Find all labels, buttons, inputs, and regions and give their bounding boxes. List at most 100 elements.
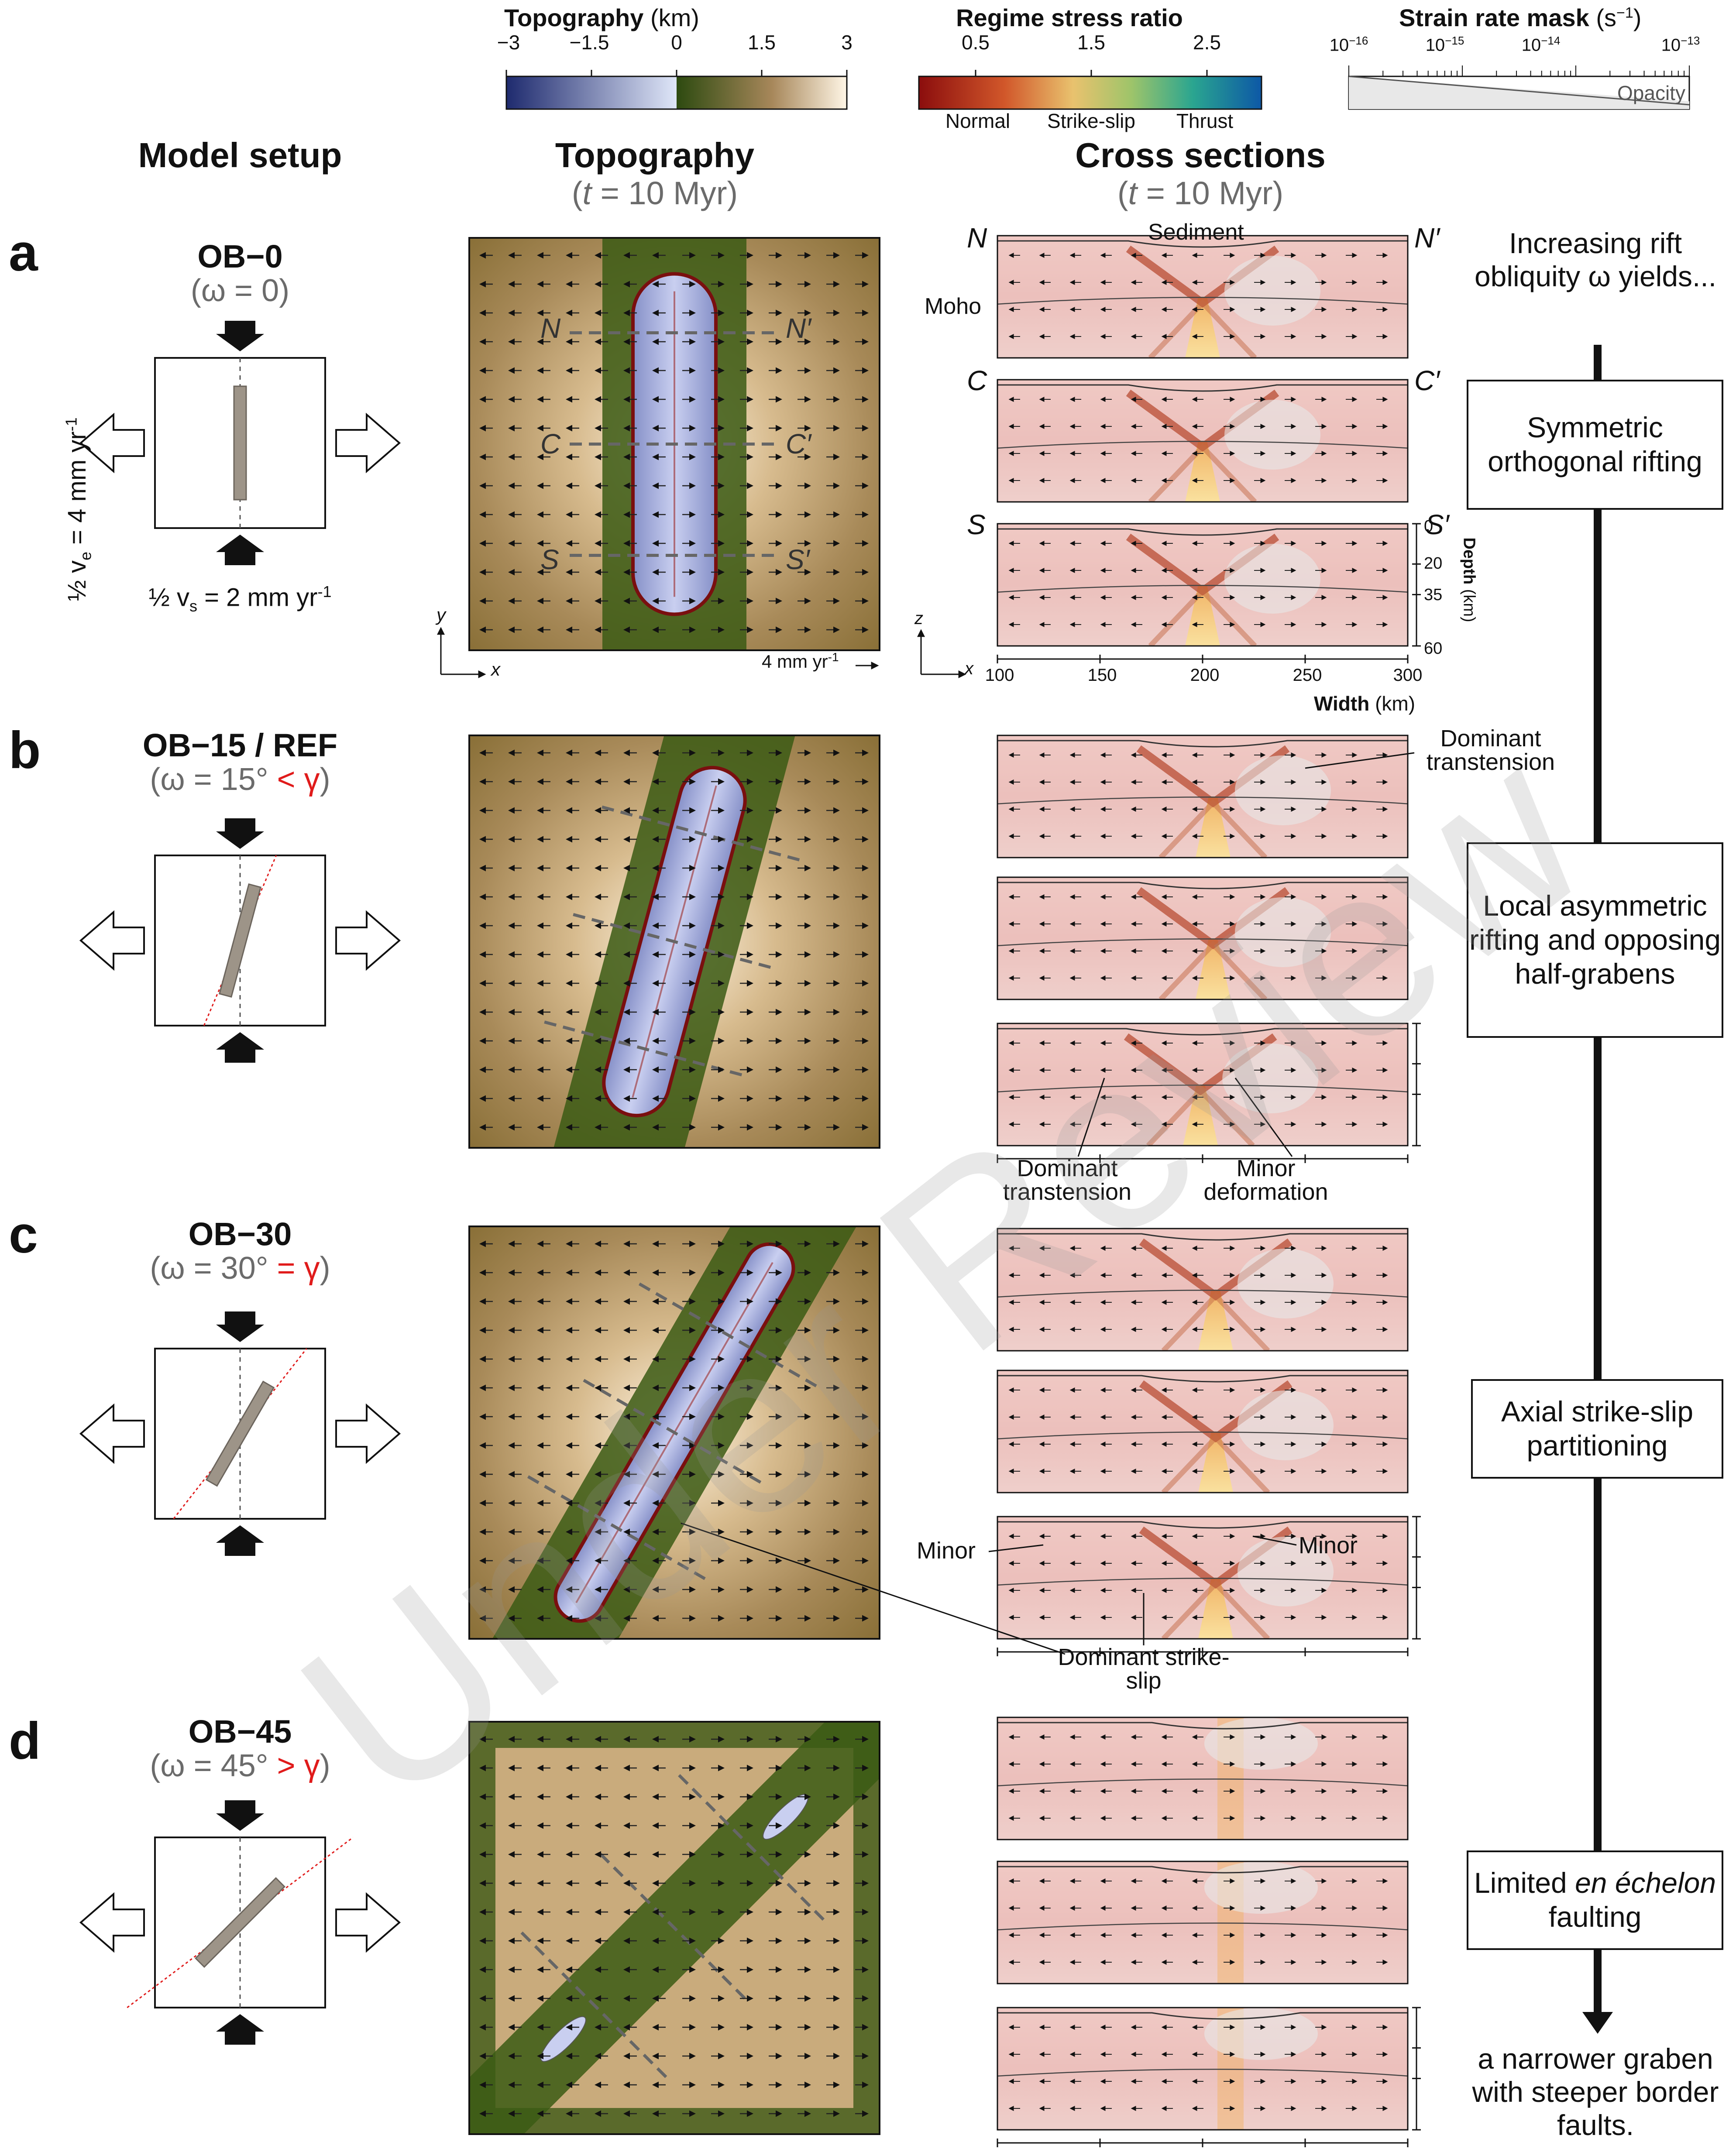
- xsec-label-N-prime: N′: [1414, 222, 1440, 254]
- xsec-moho: [997, 1778, 1408, 1787]
- topo-label-N: N: [540, 312, 561, 344]
- topography-panel-a: [468, 237, 880, 651]
- xsec-gray-zone: [1224, 400, 1320, 470]
- cross-section-b-south: [997, 1023, 1421, 1163]
- xsec-surface: [997, 1233, 1408, 1241]
- xsec-label-sediment: Sediment: [1148, 220, 1244, 245]
- annotation-minor-right: Minor: [1299, 1532, 1358, 1559]
- xsec-label-N: N: [967, 222, 987, 254]
- topography-tick-4: 3: [841, 31, 853, 54]
- width-tick-200: 200: [1190, 666, 1220, 685]
- depth-tick-20: 20: [1424, 554, 1443, 573]
- width-tick-250: 250: [1293, 666, 1322, 685]
- xsec-frame: [997, 876, 1409, 1000]
- xsec-moho: [997, 1578, 1408, 1586]
- topo-label-S-prime: S′: [786, 544, 810, 575]
- topo-section-line: [638, 1282, 822, 1390]
- xsec-yellow-core: [1185, 297, 1220, 358]
- xsec-gray-zone: [1238, 1390, 1334, 1460]
- panel-letter-d: d: [9, 1712, 41, 1770]
- topo-frame: [468, 1721, 880, 2135]
- stress-label-thrust: Thrust: [1176, 110, 1234, 132]
- cross-section-a-north: [997, 235, 1409, 359]
- xsec-label-S-prime: S′: [1425, 509, 1449, 540]
- xsec-moho: [997, 938, 1408, 947]
- width-tick-150: 150: [1087, 666, 1117, 685]
- xsec-yellow-core: [1185, 585, 1220, 646]
- xsec-surface: [997, 1375, 1408, 1383]
- topography-colorbar-title: Topography (km): [504, 4, 699, 31]
- cross-section-a-center: [997, 379, 1409, 503]
- strain-tick-0: 10−16: [1329, 34, 1368, 55]
- xsec-frame: [997, 1716, 1409, 1840]
- extension-arrow-right: [335, 1892, 401, 1953]
- xsec-content: [997, 735, 1408, 858]
- topo-content: [469, 1226, 880, 1639]
- cross-section-a-south: [997, 523, 1421, 663]
- xsec-content: [997, 380, 1408, 502]
- topo-content: [469, 1722, 880, 2134]
- xsec-content: [997, 236, 1408, 358]
- extension-arrow-left: [79, 1892, 145, 1953]
- xsec-frame: [997, 1861, 1409, 1984]
- xsec-faults-lower: [1158, 799, 1268, 858]
- xsec-frame: [997, 1516, 1409, 1640]
- stress-tick-1: 1.5: [1077, 31, 1105, 54]
- cross-section-d-center: [997, 1861, 1409, 1984]
- topo-frame: [468, 735, 880, 1149]
- topo-scale-label: 4 mm yr-1: [762, 650, 839, 672]
- model-name-a: OB−0: [197, 238, 283, 275]
- width-tick-300: 300: [1393, 666, 1423, 685]
- stress-tick-0: 0.5: [962, 31, 990, 54]
- topo-content: [469, 735, 880, 1148]
- setup-rift-bar: [205, 1380, 275, 1487]
- xsec-yellow-core: [1185, 441, 1220, 502]
- xsec-content: [997, 1517, 1408, 1639]
- cross-section-c-south: [997, 1516, 1421, 1656]
- summary-box-symmetric: Symmetric orthogonal rifting: [1467, 380, 1723, 510]
- topography-tick-2: 0: [671, 31, 682, 54]
- xsec-background: [997, 2008, 1408, 2130]
- stress-label-normal: Normal: [945, 110, 1011, 132]
- xsec-background: [997, 1717, 1408, 1840]
- topo-section-line: [544, 1020, 747, 1078]
- model-omega-c: (ω = 30° = γ): [150, 1251, 330, 1286]
- topo-section-line: [583, 1379, 766, 1486]
- xsec-frame: [997, 735, 1409, 858]
- topography-panel-c: [468, 1226, 880, 1640]
- header-cross-sections-time: (t = 10 Myr): [1117, 175, 1284, 211]
- extension-arrow-left: [79, 1403, 145, 1464]
- xsec-moho: [997, 2069, 1408, 2077]
- topo-section-line: [602, 805, 805, 863]
- topo-section-line: [527, 1475, 711, 1583]
- xsec-frame: [997, 1023, 1409, 1147]
- xsec-content: [997, 1717, 1408, 1840]
- xsec-faults-lower: [1161, 1580, 1270, 1639]
- topography-tick-0: −3: [497, 31, 520, 54]
- shortening-velocity-label: ½ vs = 2 mm yr-1: [148, 583, 332, 615]
- leader-minor-deformation: [1234, 1078, 1293, 1157]
- xsec-content: [997, 877, 1408, 999]
- topo-content: [469, 238, 880, 650]
- stress-colorbar: [918, 76, 1262, 110]
- xsec-frame: [997, 235, 1409, 359]
- summary-arrow-head: [1582, 2012, 1613, 2034]
- leader-dominant-transtension-top: [1305, 752, 1415, 769]
- xsec-moho: [997, 1290, 1408, 1298]
- strain-opacity-wedge: [1349, 76, 1689, 109]
- cross-section-b-center: [997, 876, 1409, 1000]
- setup-rift: [195, 1877, 285, 1968]
- compression-arrow-top: [216, 818, 264, 849]
- topography-panel-b: [468, 735, 880, 1149]
- panel-letter-a: a: [9, 223, 38, 282]
- topo-rift: [544, 735, 805, 1148]
- topo-label-C-prime: C′: [786, 428, 811, 460]
- xsec-gray-zone: [1224, 256, 1320, 326]
- topo-rift: [469, 1722, 880, 2134]
- leader-dominant-transtension-bottom: [1077, 1078, 1105, 1157]
- header-topography: Topography: [555, 136, 755, 175]
- xsec-surface: [997, 384, 1408, 392]
- extension-arrow-right: [335, 1403, 401, 1464]
- leader-minor-left: [988, 1544, 1044, 1552]
- topo-section-line: [573, 913, 776, 970]
